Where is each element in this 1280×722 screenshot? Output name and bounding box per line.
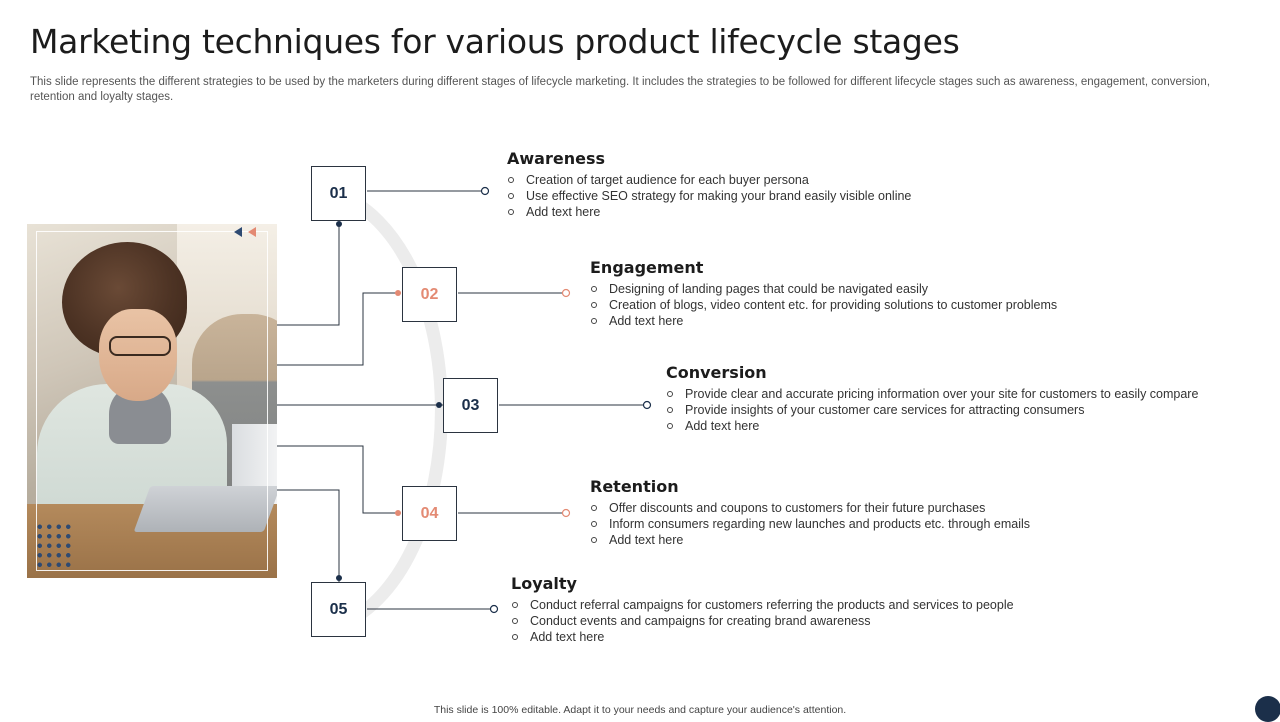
stage-number-box: 02 — [402, 267, 457, 322]
triangle-marker-icon — [248, 227, 256, 237]
end-dot-03 — [642, 400, 652, 410]
end-dot-04 — [561, 508, 571, 518]
stage-number-box: 04 — [402, 486, 457, 541]
stage-bullet: Add text here — [511, 629, 1014, 645]
slide-description: This slide represents the different stra… — [30, 76, 1211, 103]
connector-line-02 — [277, 292, 401, 366]
decorative-arc — [336, 188, 448, 632]
stage-bullet: Creation of target audience for each buy… — [507, 172, 911, 188]
end-dot-01 — [480, 186, 490, 196]
triangle-marker-icon — [234, 227, 242, 237]
stage-number-box: 03 — [443, 378, 498, 433]
junction-dot-01 — [336, 221, 342, 227]
stage-retention: Retention Offer discounts and coupons to… — [590, 477, 1030, 548]
junction-dot-02 — [395, 290, 401, 296]
stage-bullet: Inform consumers regarding new launches … — [590, 516, 1030, 532]
junction-dot-03 — [436, 402, 442, 408]
stage-bullet: Conduct referral campaigns for customers… — [511, 597, 1014, 613]
stage-bullet: Add text here — [507, 204, 911, 220]
stage-title: Conversion — [666, 363, 767, 382]
stage-bullet: Offer discounts and coupons to customers… — [590, 500, 1030, 516]
stage-bullet: Add text here — [590, 313, 1057, 329]
stage-title: Retention — [590, 477, 679, 496]
stage-title: Awareness — [507, 149, 605, 168]
connector-line-04 — [277, 445, 401, 514]
dot-pattern-decoration — [35, 522, 75, 570]
stage-bullet: Conduct events and campaigns for creatin… — [511, 613, 1014, 629]
connector-line-01 — [277, 222, 340, 326]
office-worker-photo — [27, 224, 277, 578]
corner-circle-decoration — [1255, 696, 1280, 722]
stage-loyalty: Loyalty Conduct referral campaigns for c… — [511, 574, 1014, 645]
end-dot-02 — [561, 288, 571, 298]
stage-bullet: Creation of blogs, video content etc. fo… — [590, 297, 1057, 313]
footer-note: This slide is 100% editable. Adapt it to… — [433, 704, 847, 716]
junction-dot-04 — [395, 510, 401, 516]
stage-bullet: Use effective SEO strategy for making yo… — [507, 188, 911, 204]
slide-title: Marketing techniques for various product… — [30, 22, 960, 61]
junction-dot-05 — [336, 575, 342, 581]
stage-bullet: Designing of landing pages that could be… — [590, 281, 1057, 297]
stage-number-box: 01 — [311, 166, 366, 221]
stage-title: Engagement — [590, 258, 704, 277]
stage-bullet: Add text here — [666, 418, 1198, 434]
stage-title: Loyalty — [511, 574, 577, 593]
stage-conversion: Conversion Provide clear and accurate pr… — [666, 363, 1198, 434]
connector-line-05 — [277, 489, 340, 582]
stage-bullet: Add text here — [590, 532, 1030, 548]
stage-engagement: Engagement Designing of landing pages th… — [590, 258, 1057, 329]
end-dot-05 — [489, 604, 499, 614]
stage-awareness: Awareness Creation of target audience fo… — [507, 149, 911, 220]
stage-bullet: Provide clear and accurate pricing infor… — [666, 386, 1198, 402]
stage-number-box: 05 — [311, 582, 366, 637]
stage-bullet: Provide insights of your customer care s… — [666, 402, 1198, 418]
